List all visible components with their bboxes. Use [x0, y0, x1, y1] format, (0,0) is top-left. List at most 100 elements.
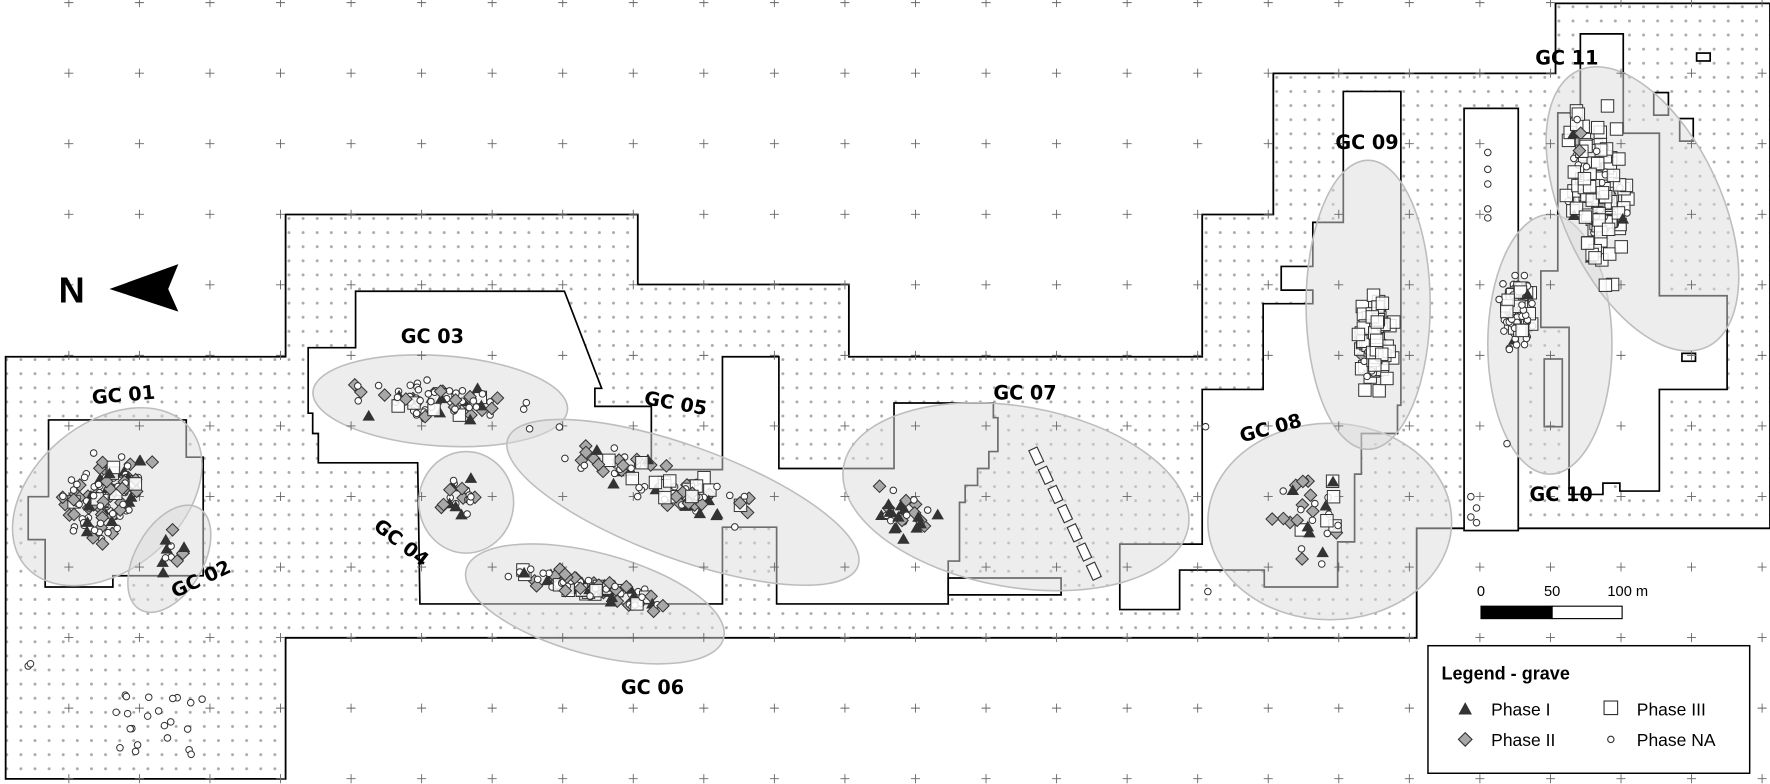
grid-cross: [1687, 209, 1697, 219]
grave-phase-na: [423, 376, 431, 384]
grid-cross: [417, 491, 427, 501]
grave-phase-na: [1334, 521, 1342, 530]
grave-phase-i: [1286, 484, 1299, 496]
grave-phase-na: [144, 693, 153, 702]
grave-phase-i: [1319, 499, 1332, 511]
grid-cross: [64, 209, 74, 219]
grave-phase-i: [81, 516, 94, 527]
grave-phase-na: [123, 709, 132, 718]
grave-phase-na: [393, 393, 402, 402]
grid-cross: [487, 350, 497, 360]
grid-cross: [487, 280, 497, 290]
grid-cross: [417, 0, 427, 8]
grid-cross: [1122, 68, 1132, 78]
grid-cross: [134, 68, 144, 78]
grave-phase-na: [1363, 372, 1371, 381]
grid-cross: [1616, 68, 1626, 78]
grave-phase-ii: [619, 579, 634, 594]
grave-phase-na: [1484, 214, 1492, 222]
grave-phase-ii: [442, 482, 457, 497]
grid-cross: [1757, 562, 1767, 572]
grid-cross: [346, 633, 356, 643]
grave-phase-iii: [1595, 186, 1610, 200]
grid-cross: [1052, 562, 1062, 572]
grid-cross: [840, 209, 850, 219]
grave-phase-iii: [685, 489, 699, 504]
grid-cross: [275, 350, 286, 360]
grid-cross: [205, 703, 215, 713]
grave-phase-na: [519, 405, 528, 413]
grid-cross: [1263, 68, 1273, 78]
grave-phase-na: [451, 405, 459, 413]
grid-cross: [134, 774, 144, 784]
grave-phase-i: [435, 392, 448, 404]
grave-phase-iii: [427, 402, 441, 417]
grave-phase-iii: [663, 474, 677, 488]
grave-phase-na: [889, 486, 898, 495]
grave-phase-na: [133, 741, 142, 749]
grid-cross: [1757, 774, 1767, 784]
grave-phase-na: [580, 461, 589, 470]
grid-cross: [1545, 280, 1555, 290]
grave-phase-na: [504, 572, 513, 581]
grid-cross: [840, 280, 850, 290]
grave-phase-iii: [1580, 236, 1595, 250]
grid-cross: [910, 562, 920, 572]
grid-cross: [1404, 562, 1414, 572]
grave-phase-iii: [1375, 347, 1389, 361]
grave-phase-iii: [1609, 122, 1624, 136]
legend-title: Legend - grave: [1442, 664, 1570, 684]
grid-cross: [205, 774, 215, 784]
grid-cross: [1334, 139, 1344, 149]
grid-cross: [275, 421, 286, 431]
grave-phase-na: [465, 403, 473, 412]
grave-phase-i: [177, 541, 191, 552]
grid-cross: [134, 0, 144, 8]
cluster-label-gc01: GC 01: [91, 381, 156, 409]
grave-phase-na: [923, 506, 932, 514]
grid-cross: [1687, 491, 1697, 501]
grid-cross: [769, 68, 779, 78]
grave-phase-i: [883, 506, 896, 517]
grid-cross: [628, 280, 638, 290]
grid-cross: [840, 421, 850, 431]
grave-phase-na: [73, 480, 81, 489]
grave-phase-na: [424, 390, 433, 398]
grid-cross: [1334, 68, 1344, 78]
grid-cross: [1122, 774, 1132, 784]
grave-phase-na: [586, 592, 594, 600]
grid-cross: [910, 139, 920, 149]
grave-phase-na: [1484, 205, 1492, 213]
grid-cross: [487, 68, 497, 78]
grid-cross: [558, 350, 568, 360]
grid-cross: [1193, 703, 1203, 713]
grid-cross: [699, 0, 709, 8]
grave-phase-na: [463, 510, 471, 518]
cluster-label-gc07: GC 07: [993, 382, 1056, 405]
grid-cross: [205, 139, 215, 149]
grave-phase-ii: [558, 567, 572, 582]
legend-label-phase-na: Phase NA: [1637, 730, 1716, 750]
grid-cross: [1475, 421, 1485, 431]
grid-cross: [1193, 209, 1203, 219]
grave-phase-i: [897, 532, 910, 544]
grave-phase-na: [1201, 422, 1210, 431]
grid-cross: [64, 350, 74, 360]
grid-cross: [1687, 139, 1697, 149]
grid-cross: [1545, 562, 1555, 572]
grave-phase-ii: [145, 455, 160, 470]
grid-cross: [1193, 0, 1203, 8]
grid-cross: [769, 421, 779, 431]
grid-cross: [1122, 633, 1132, 643]
grave-phase-na: [116, 743, 124, 752]
grave-phase-na: [522, 398, 531, 407]
grid-cross: [1687, 0, 1697, 8]
grid-cross: [981, 703, 991, 713]
grid-cross: [628, 774, 638, 784]
grid-cross: [1757, 703, 1767, 713]
grid-cross: [134, 209, 144, 219]
grid-cross: [1263, 209, 1273, 219]
grave-phase-na: [1472, 518, 1481, 527]
grave-phase-na: [1503, 439, 1511, 448]
grave-phase-iii: [1351, 327, 1366, 342]
